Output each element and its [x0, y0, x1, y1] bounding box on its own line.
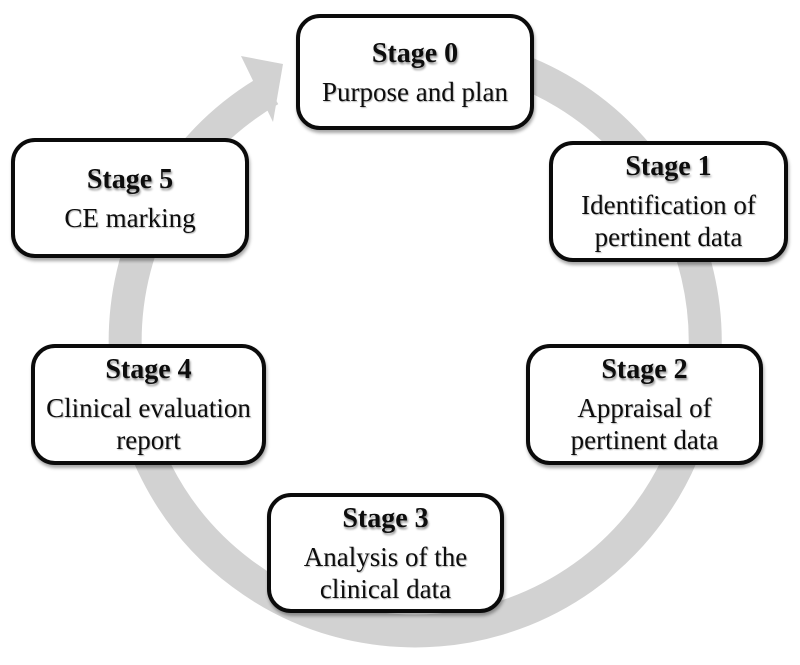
stage-0-description: Purpose and plan [322, 76, 508, 107]
stage-4-description: Clinical evaluation report [46, 393, 251, 455]
stage-2-box: Stage 2 Appraisal of pertinent data [526, 344, 763, 465]
stage-4-box: Stage 4 Clinical evaluation report [31, 344, 266, 465]
stage-2-title: Stage 2 [601, 354, 688, 385]
stage-0-title: Stage 0 [371, 37, 459, 69]
stage-4-title: Stage 4 [105, 354, 192, 385]
stage-3-description: Analysis of the clinical data [303, 541, 468, 604]
stage-1-box: Stage 1 Identification of pertinent data [549, 141, 788, 262]
stage-0-box: Stage 0 Purpose and plan [296, 14, 534, 130]
stage-5-box: Stage 5 CE marking [11, 138, 249, 258]
stage-2-description: Appraisal of pertinent data [570, 393, 719, 455]
stage-1-description: Identification of pertinent data [581, 190, 756, 252]
stage-5-description: CE marking [64, 202, 196, 233]
stage-3-box: Stage 3 Analysis of the clinical data [267, 493, 504, 613]
stage-1-title: Stage 1 [625, 151, 712, 182]
stage-5-title: Stage 5 [86, 163, 174, 195]
cycle-arrowhead-icon [241, 56, 283, 122]
stage-3-title: Stage 3 [342, 502, 429, 534]
cycle-ring-arc [108, 34, 722, 648]
